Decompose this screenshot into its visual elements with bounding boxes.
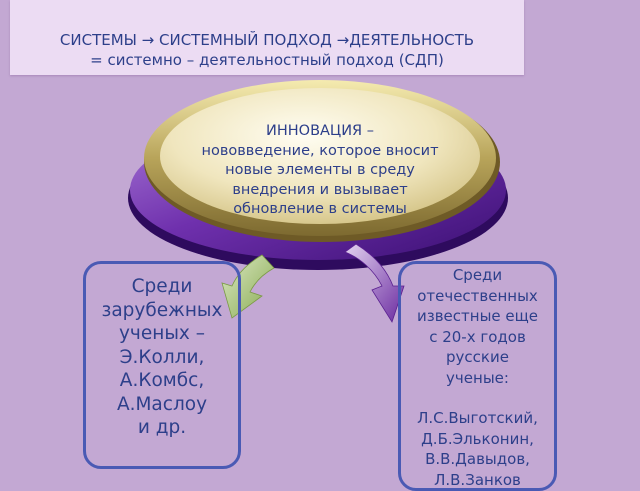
golden-oval	[144, 80, 500, 242]
title-line-2: = системно – деятельностный подход (СДП)	[90, 51, 444, 69]
innovation-definition: ИННОВАЦИЯ – нововведение, которое вносит…	[170, 122, 470, 220]
diagram-graphics	[128, 80, 508, 323]
center-line: нововведение, которое вносит	[201, 142, 439, 159]
center-line: ИННОВАЦИЯ –	[266, 123, 374, 139]
scientist-name: Л.С.Выготский,	[417, 409, 538, 427]
left-line: и др.	[137, 417, 187, 438]
domestic-scientists-box: Среди отечественных известные еще с 20-х…	[398, 261, 557, 491]
right-line: русские	[446, 348, 509, 366]
foreign-scientists-box: Среди зарубежных ученых – Э.Колли, А.Ком…	[83, 261, 241, 469]
left-line: зарубежных	[101, 299, 223, 321]
center-line: внедрения и вызывает	[232, 181, 408, 198]
title-banner: СИСТЕМЫ → СИСТЕМНЫЙ ПОДХОД →ДЕЯТЕЛЬНОСТЬ…	[10, 0, 524, 75]
left-line: Э.Колли,	[119, 346, 205, 368]
left-line: ученых –	[118, 323, 206, 344]
center-line: обновление в системы	[233, 201, 407, 217]
green-arrow-icon	[221, 254, 275, 319]
right-line: ученые:	[446, 368, 509, 387]
center-line: новые элементы в среду	[225, 162, 415, 178]
title-line-1: СИСТЕМЫ → СИСТЕМНЫЙ ПОДХОД →ДЕЯТЕЛЬНОСТЬ	[59, 31, 475, 49]
right-line: известные еще	[416, 307, 538, 325]
left-line: Среди	[131, 276, 193, 297]
left-line: А.Комбс,	[119, 370, 205, 391]
scientist-name: В.В.Давыдов,	[425, 450, 530, 468]
right-line: Среди	[452, 266, 503, 284]
right-line: с 20-х годов	[429, 327, 526, 346]
scientist-name: Д.Б.Эльконин,	[421, 429, 534, 448]
right-line: отечественных	[417, 286, 538, 305]
left-line: А.Маслоу	[116, 393, 208, 415]
